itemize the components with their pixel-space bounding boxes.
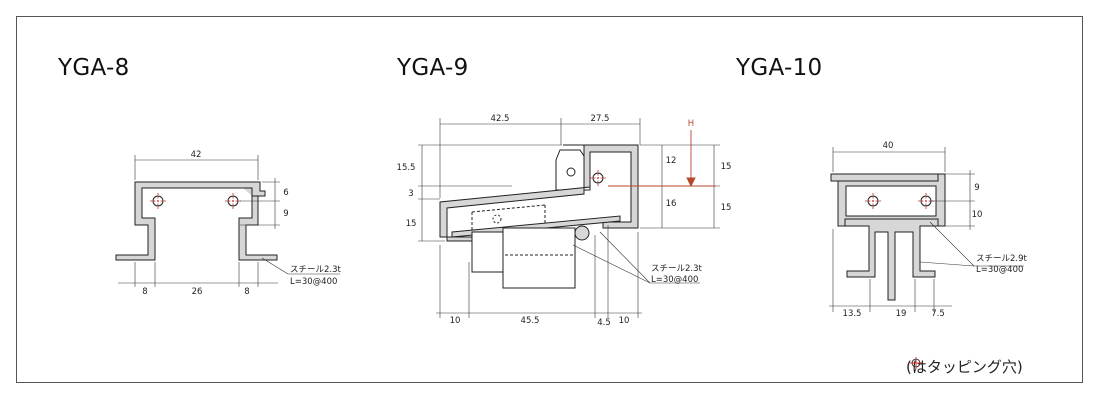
yga-9-dim-bottom-d: 10 bbox=[619, 316, 630, 326]
yga-10-dim-hole-v1: 9 bbox=[974, 183, 979, 193]
yga-8-dim-bottom-mid: 26 bbox=[192, 287, 203, 297]
yga-9-dim-bottom-c: 4.5 bbox=[597, 318, 611, 328]
yga-9-length-spec: L=30@400 bbox=[651, 275, 698, 285]
yga-9-h-label: H bbox=[688, 119, 694, 129]
yga-8-dim-width: 42 bbox=[191, 150, 202, 160]
title-yga-8: YGA-8 bbox=[58, 55, 130, 81]
title-yga-9: YGA-9 bbox=[397, 55, 469, 81]
sheet-border bbox=[16, 16, 1083, 383]
yga-8-material: スチール2.3t bbox=[290, 265, 342, 275]
yga-9-dim-left-c: 15 bbox=[406, 219, 417, 229]
title-yga-10: YGA-10 bbox=[736, 55, 823, 81]
yga-8-hole-left bbox=[149, 192, 167, 210]
tapping-hole-footnote: (はタッピング穴) bbox=[906, 356, 1023, 377]
footnote-text: はタッピング穴) bbox=[911, 358, 1023, 376]
yga-9-dim-top-left: 42.5 bbox=[491, 114, 510, 124]
yga-9-dim-bottom-a: 10 bbox=[450, 316, 461, 326]
figure-yga-10: 40 9 10 13.5 19 7.5 スチール2.9t L=30@400 bbox=[829, 141, 1028, 319]
yga-9-dim-left-b: 3 bbox=[408, 189, 413, 199]
yga-8-dim-hole-v1: 6 bbox=[283, 188, 288, 198]
yga-9-dim-mid-a: 12 bbox=[666, 156, 677, 166]
yga-8-dim-bottom-left: 8 bbox=[142, 287, 147, 297]
yga-10-dim-hole-v2: 10 bbox=[972, 210, 983, 220]
yga-8-dim-bottom-right: 8 bbox=[244, 287, 249, 297]
yga-10-dim-width: 40 bbox=[883, 141, 894, 151]
yga-9-dim-left-a: 15.5 bbox=[397, 163, 416, 173]
yga-9-dim-bottom-b: 45.5 bbox=[521, 316, 540, 326]
yga-10-material: スチール2.9t bbox=[976, 254, 1028, 264]
yga-9-hole bbox=[589, 169, 607, 187]
yga-9-profile bbox=[439, 144, 639, 289]
yga-8-profile bbox=[115, 181, 278, 261]
yga-9-dim-top-right: 27.5 bbox=[591, 114, 610, 124]
footnote-open-paren: ( bbox=[906, 358, 912, 376]
yga-10-length-spec: L=30@400 bbox=[976, 265, 1023, 275]
yga-10-dim-bottom-a: 13.5 bbox=[843, 309, 862, 319]
yga-10-profile bbox=[830, 173, 946, 301]
yga-10-dim-bottom-b: 19 bbox=[896, 309, 907, 319]
yga-9-dim-right-b: 15 bbox=[721, 203, 732, 213]
yga-9-dim-right-a: 15 bbox=[721, 162, 732, 172]
yga-9-dim-mid-b: 16 bbox=[666, 199, 677, 209]
yga-8-dim-hole-v2: 9 bbox=[283, 209, 288, 219]
tapping-hole-icon bbox=[909, 356, 923, 370]
figure-yga-9: H 42.5 27.5 15.5 3 15 12 16 15 15 10 45.… bbox=[397, 114, 732, 328]
yga-9-material: スチール2.3t bbox=[651, 264, 703, 274]
yga-8-length-spec: L=30@400 bbox=[290, 277, 337, 287]
yga-8-hole-right bbox=[224, 192, 242, 210]
figure-yga-8: 42 6 9 8 26 8 スチール2.3t L=30@400 bbox=[115, 150, 342, 297]
yga-10-dim-bottom-c: 7.5 bbox=[931, 309, 945, 319]
